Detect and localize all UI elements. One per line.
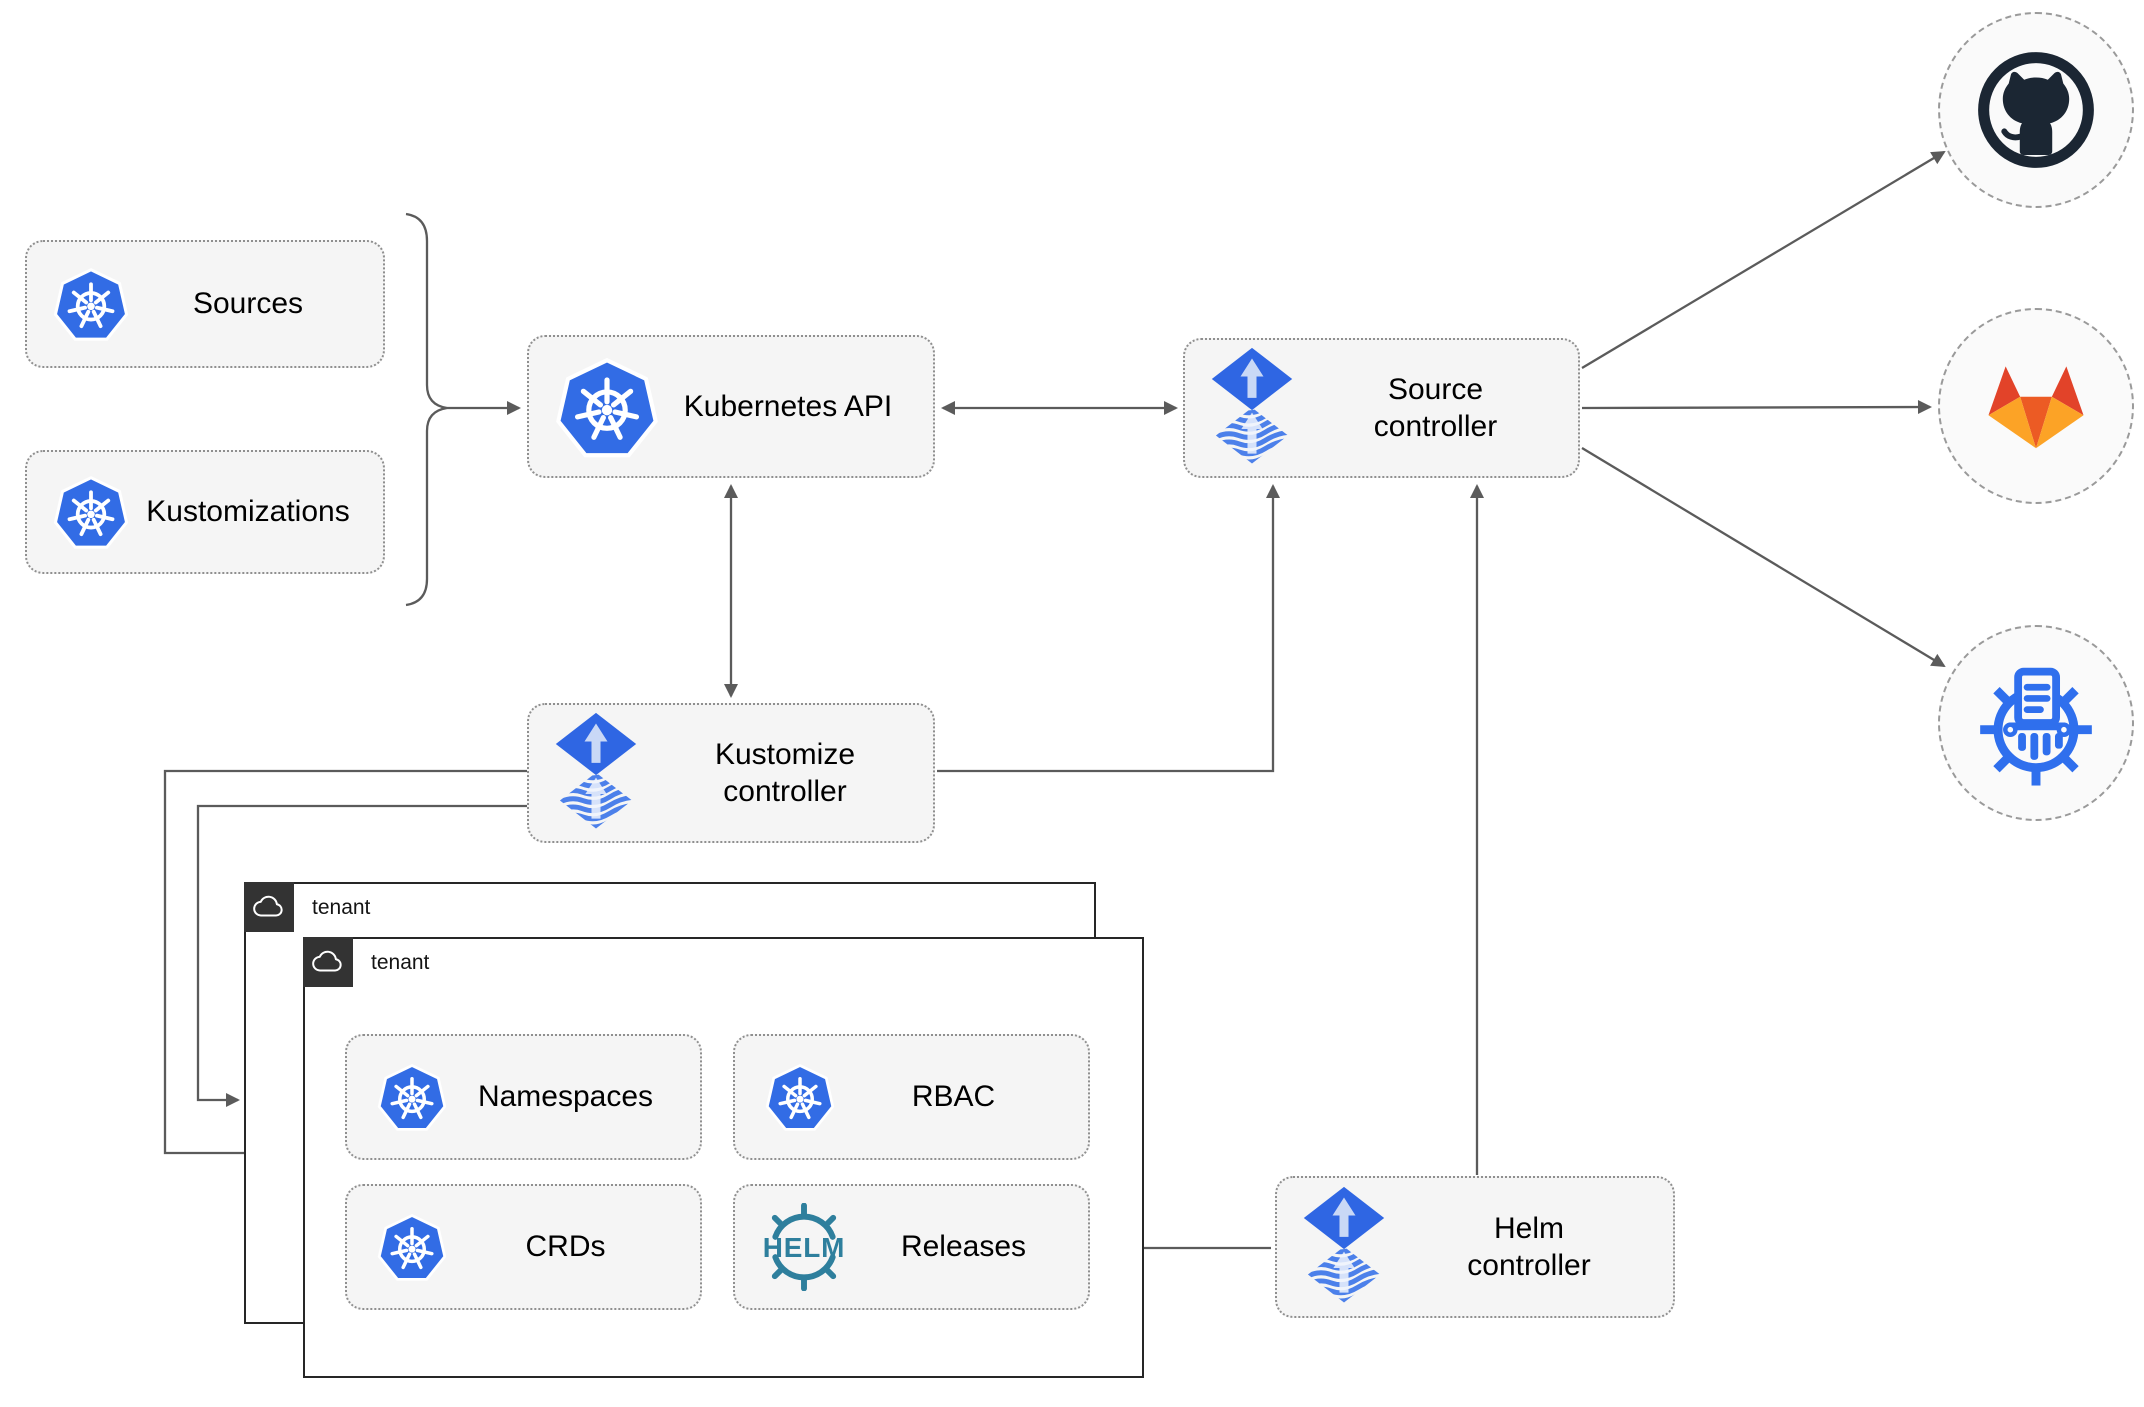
- kubernetes-icon: [377, 1212, 447, 1282]
- edge-source-to-registry: [1581, 447, 1946, 668]
- edge-kustomize-to-source-controller: [937, 484, 1280, 773]
- tenant-header: [243, 881, 294, 932]
- releases-label: Releases: [900, 1230, 1027, 1264]
- github-endpoint: [1938, 12, 2134, 208]
- sources-node: Sources: [25, 240, 385, 368]
- registry-endpoint: [1938, 625, 2134, 821]
- namespaces-label: Namespaces: [477, 1080, 654, 1114]
- github-icon: [1977, 51, 2095, 169]
- edge-source-to-github: [1581, 150, 1946, 369]
- kustomizations-label: Kustomizations: [146, 495, 350, 529]
- kubernetes-api-node: Kubernetes API: [527, 335, 935, 478]
- kustomize-registry-icon: [1969, 656, 2103, 790]
- kubernetes-icon: [765, 1062, 835, 1132]
- helm-icon: [753, 1203, 855, 1291]
- releases-node: Releases: [733, 1184, 1090, 1310]
- helm-controller-node: Helm controller: [1275, 1176, 1675, 1318]
- tenant-label: tenant: [312, 896, 371, 919]
- namespaces-node: Namespaces: [345, 1034, 702, 1160]
- kubernetes-api-label: Kubernetes API: [683, 389, 893, 423]
- tenant-header: [302, 936, 353, 987]
- crd-group-brace: [405, 212, 448, 607]
- helm-controller-label: Helm controller: [1467, 1211, 1591, 1283]
- kubernetes-icon: [53, 266, 129, 342]
- gitlab-icon: [1970, 353, 2102, 459]
- rbac-node: RBAC: [733, 1034, 1090, 1160]
- crds-node: CRDs: [345, 1184, 702, 1310]
- gitlab-endpoint: [1938, 308, 2134, 504]
- kustomize-controller-label: Kustomize controller: [714, 737, 856, 809]
- edge-kustomize-to-tenant-back: [196, 804, 527, 1107]
- cloud-icon: [311, 950, 345, 974]
- flux-icon: [1211, 347, 1293, 470]
- rbac-label: RBAC: [911, 1080, 996, 1114]
- kubernetes-icon: [377, 1062, 447, 1132]
- sources-label: Sources: [192, 287, 304, 321]
- kubernetes-icon: [53, 474, 129, 550]
- edge-source-to-gitlab: [1581, 400, 1932, 415]
- flux-icon: [1303, 1186, 1385, 1309]
- flux-icon: [555, 712, 637, 835]
- source-controller-label: Source controller: [1373, 372, 1498, 444]
- cloud-icon: [252, 895, 286, 919]
- source-controller-node: Source controller: [1183, 338, 1580, 478]
- kustomizations-node: Kustomizations: [25, 450, 385, 574]
- kubernetes-icon: [555, 355, 659, 459]
- tenant-label: tenant: [371, 951, 430, 974]
- kustomize-controller-node: Kustomize controller: [527, 703, 935, 843]
- crds-label: CRDs: [525, 1230, 606, 1264]
- edge-kustomize-to-tenant-front: [163, 769, 527, 1160]
